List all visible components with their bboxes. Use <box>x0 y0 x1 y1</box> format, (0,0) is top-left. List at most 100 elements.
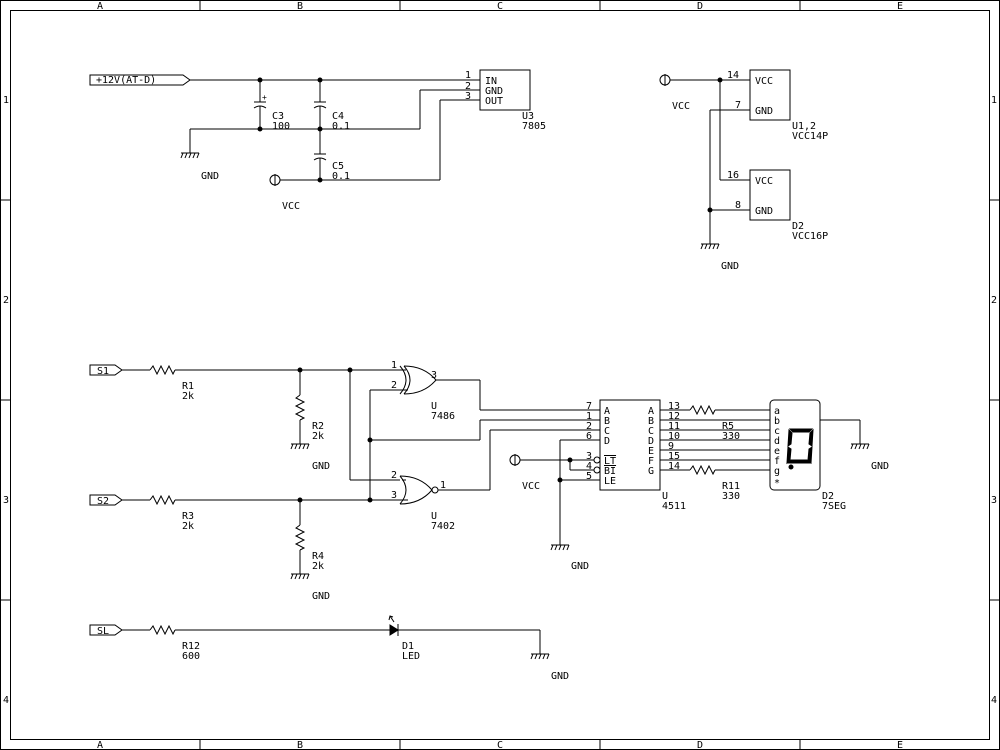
col-label-d: D <box>697 1 703 12</box>
col-label-a: A <box>97 1 103 12</box>
u12-vcc-num: 14 <box>727 70 739 81</box>
dec-left-bi: BI <box>604 466 616 477</box>
resistor-r3 <box>149 494 176 506</box>
dec-rnum-15: 15 <box>668 451 680 462</box>
port-s1 <box>89 364 123 376</box>
xor-gate <box>390 365 600 411</box>
power-section: +12V(AT-D) + C3 100 C4 0.1 GND C5 0.1 <box>89 69 546 212</box>
reg-pin-num-3: 3 <box>465 91 471 102</box>
row-label-4-right: 4 <box>991 695 997 706</box>
r3-value: 2k <box>182 521 194 532</box>
u12-gnd-pin: GND <box>755 106 773 117</box>
power-input-port <box>89 74 191 86</box>
seg-gnd-label: GND <box>871 461 889 472</box>
d2-vcc-num: 16 <box>727 170 739 181</box>
dec-rnum-13: 13 <box>668 401 680 412</box>
col-label-b: B <box>297 1 303 12</box>
col-label-b-bottom: B <box>297 740 303 750</box>
port-s2-label: S2 <box>97 496 109 507</box>
xor-ref: U <box>431 401 437 412</box>
d2-power-ref: D2 <box>792 221 804 232</box>
row-label-1-right: 1 <box>991 95 997 106</box>
r4-ref: R4 <box>312 551 324 562</box>
c5-value: 0.1 <box>332 171 350 182</box>
u12-gnd-num: 7 <box>735 100 741 111</box>
col-label-e-bottom: E <box>897 740 903 750</box>
dec-rnum-9: 9 <box>668 441 674 452</box>
xor-pin-1: 1 <box>391 360 397 371</box>
d2-vcc-pin: VCC <box>755 176 773 187</box>
c4-ref: C4 <box>332 111 344 122</box>
decoder-left-pins: A B C D LT BI LE 7 1 2 6 3 4 5 <box>586 401 616 487</box>
ic-d2-power <box>749 169 791 221</box>
dec-left-a: A <box>604 406 610 417</box>
nor-value: 7402 <box>431 521 455 532</box>
port-s2 <box>89 494 123 506</box>
row-label-2: 2 <box>3 295 9 306</box>
dec-lnum-1: 1 <box>586 411 592 422</box>
u12-vcc-pin: VCC <box>755 76 773 87</box>
led-ref: D1 <box>402 641 414 652</box>
d2-gnd-num: 8 <box>735 200 741 211</box>
dec-left-lt: LT <box>604 456 616 467</box>
supply-vcc-label: VCC <box>672 101 690 112</box>
col-label-c: C <box>497 1 503 12</box>
reg-pin-num-2: 2 <box>465 81 471 92</box>
r11-value: 330 <box>722 491 740 502</box>
xor-pin-2: 2 <box>391 380 397 391</box>
led-value: LED <box>402 651 420 662</box>
r4-gnd-label: GND <box>312 591 330 602</box>
reg-pin-num-1: 1 <box>465 70 471 81</box>
c3-value: 100 <box>272 121 290 132</box>
seg-pin-b: b <box>774 416 780 427</box>
u12-ref: U1,2 <box>792 121 816 132</box>
c3-polarity-mark: + <box>262 93 267 102</box>
decoder-right-pins: A B C D E F G 13 12 11 10 9 15 14 <box>648 401 680 477</box>
reg-pin-in: IN <box>485 76 497 87</box>
port-sl <box>89 624 123 636</box>
dec-right-d: D <box>648 436 654 447</box>
row-label-2-right: 2 <box>991 295 997 306</box>
dec-lnum-4: 4 <box>586 461 592 472</box>
d2-gnd-pin: GND <box>755 206 773 217</box>
nor-pin-1: 1 <box>440 480 446 491</box>
nor-gate <box>399 429 600 505</box>
seg-value: 7SEG <box>822 501 846 512</box>
power-gnd-label: GND <box>201 171 219 182</box>
logic-section: S1 R1 2k R2 2k GND S2 R3 2k R4 2k GND <box>89 360 889 682</box>
seg-pin-a: a <box>774 406 780 417</box>
r1-ref: R1 <box>182 381 194 392</box>
seven-seg-digit-icon <box>786 428 814 470</box>
r12-ref: R12 <box>182 641 200 652</box>
reg-pin-out: OUT <box>485 96 503 107</box>
seg-pin-e: e <box>774 446 780 457</box>
dec-right-c: C <box>648 426 654 437</box>
seg-pin-c: c <box>774 426 780 437</box>
r1-value: 2k <box>182 391 194 402</box>
power-vcc-label: VCC <box>282 201 300 212</box>
seg-ref: D2 <box>822 491 834 502</box>
reg-value: 7805 <box>522 121 546 132</box>
ic-u12-power <box>749 69 791 121</box>
c4-value: 0.1 <box>332 121 350 132</box>
reg-ref: U3 <box>522 111 534 122</box>
resistor-r2 <box>294 394 306 421</box>
dec-lnum-5: 5 <box>586 471 592 482</box>
seg-pin-g: g <box>774 466 780 477</box>
u12-value: VCC14P <box>792 131 828 142</box>
r2-value: 2k <box>312 431 324 442</box>
r3-ref: R3 <box>182 511 194 522</box>
dec-value: 4511 <box>662 501 686 512</box>
seg-pin-f: f <box>774 456 780 467</box>
resistor-r4 <box>294 524 306 551</box>
nor-ref: U <box>431 511 437 522</box>
r2-ref: R2 <box>312 421 324 432</box>
dec-gnd-label: GND <box>571 561 589 572</box>
d2-power-value: VCC16P <box>792 231 828 242</box>
row-label-3: 3 <box>3 495 9 506</box>
dec-lnum-6: 6 <box>586 431 592 442</box>
dec-right-b: B <box>648 416 654 427</box>
col-label-c-bottom: C <box>497 740 503 750</box>
